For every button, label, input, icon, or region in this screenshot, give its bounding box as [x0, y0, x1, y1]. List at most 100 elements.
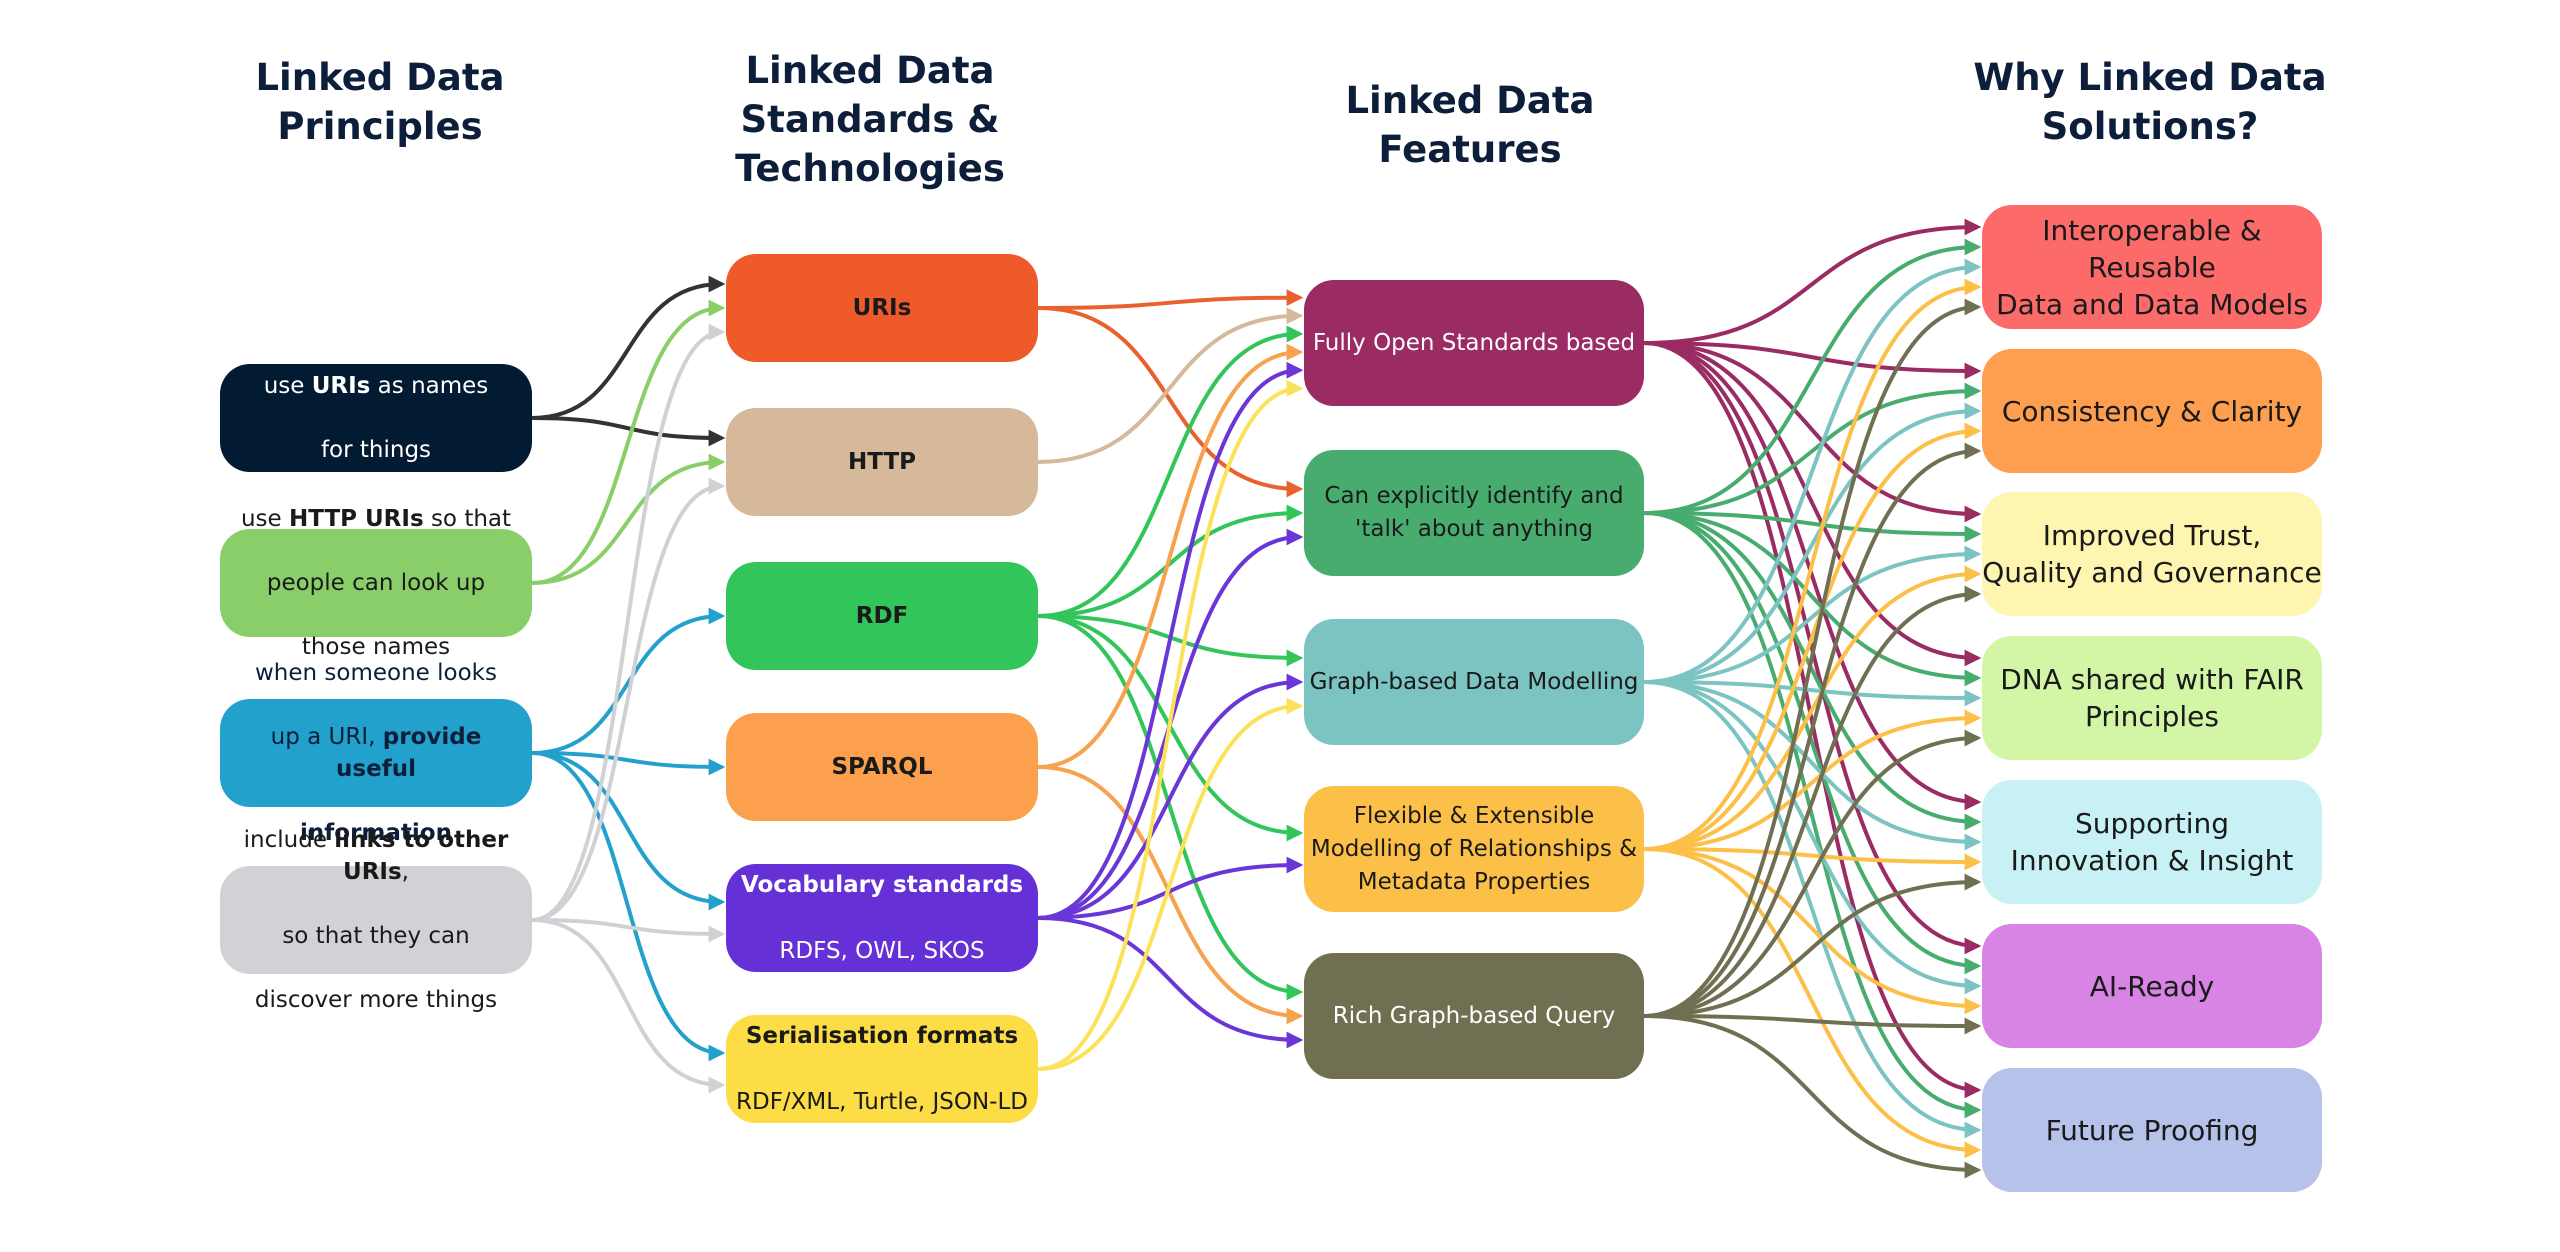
- principle-to-standard-arrow: [531, 299, 726, 585]
- feature-to-benefit-arrow: [1643, 1014, 1982, 1035]
- feature-flexible-extensible[interactable]: Flexible & Extensible Modelling of Relat…: [1304, 786, 1644, 912]
- standard-sparql[interactable]: SPARQL: [726, 713, 1038, 821]
- standard-serialisation[interactable]: Serialisation formats RDF/XML, Turtle, J…: [726, 1015, 1038, 1123]
- principle-uris-as-names[interactable]: use URIs as names for things: [220, 364, 532, 472]
- feature-to-benefit-arrow: [1643, 238, 1982, 515]
- principle-to-standard-arrow: [531, 477, 726, 922]
- principle-text: so that: [423, 506, 512, 532]
- principle-http-uris[interactable]: use HTTP URIs so that people can look up…: [220, 506, 532, 660]
- standard-to-feature-arrow: [1037, 307, 1304, 464]
- feature-to-benefit-arrow: [1643, 585, 1982, 1018]
- feature-to-benefit-arrow: [1643, 729, 1982, 1018]
- principle-bold-text: information: [300, 820, 452, 846]
- principle-to-standard-arrow: [531, 918, 726, 1094]
- feature-to-benefit-arrow: [1643, 258, 1982, 684]
- feature-to-benefit-arrow: [1643, 341, 1982, 523]
- standard-vocabulary[interactable]: Vocabulary standards RDFS, OWL, SKOS: [726, 864, 1038, 972]
- benefit-trust-quality[interactable]: Improved Trust, Quality and Governance: [1982, 492, 2322, 616]
- standard-to-feature-arrow: [1037, 306, 1304, 498]
- principle-bold-text: HTTP URIs: [288, 506, 424, 532]
- principle-to-standard-arrow: [531, 751, 726, 911]
- standard-title: SPARQL: [831, 753, 933, 780]
- feature-to-benefit-arrow: [1643, 680, 1982, 1139]
- feature-to-benefit-arrow: [1643, 847, 1982, 1159]
- principle-text: use: [240, 506, 289, 532]
- standard-to-feature-arrow: [1037, 289, 1304, 310]
- feature-to-benefit-arrow: [1643, 847, 1982, 871]
- feature-to-benefit-arrow: [1643, 873, 1982, 1018]
- benefit-innovation-insight[interactable]: Supporting Innovation & Insight: [1982, 780, 2322, 904]
- heading-features: Linked Data Features: [1345, 79, 1595, 171]
- benefit-interoperable[interactable]: Interoperable & Reusable Data and Data M…: [1982, 205, 2322, 329]
- principle-to-standard-arrow: [531, 323, 726, 922]
- feature-graph-query[interactable]: Rich Graph-based Query: [1304, 953, 1644, 1079]
- standard-uris[interactable]: URIs: [726, 254, 1038, 362]
- principle-to-standard-arrow: [531, 751, 726, 1062]
- principle-text: as names: [370, 373, 489, 399]
- principle-bold-text: URIs: [311, 373, 371, 399]
- standard-to-feature-arrow: [1037, 697, 1304, 1071]
- principle-provide-useful-information[interactable]: when someone looks up a URI, provide use…: [220, 660, 532, 846]
- feature-to-benefit-arrow: [1643, 709, 1982, 851]
- standard-subtitle: RDF/XML, Turtle, JSON-LD: [736, 1088, 1028, 1115]
- feature-to-benefit-arrow: [1643, 218, 1982, 345]
- principle-text: when someone looks: [255, 660, 497, 686]
- standard-title: Serialisation formats: [745, 1022, 1019, 1049]
- feature-to-benefit-arrow: [1643, 847, 1982, 1015]
- principle-to-standard-arrow: [531, 607, 726, 755]
- feature-to-benefit-arrow: [1643, 341, 1982, 380]
- benefit-ai-ready[interactable]: AI-Ready: [1982, 924, 2322, 1048]
- standard-http[interactable]: HTTP: [726, 408, 1038, 516]
- standard-title: URIs: [852, 294, 912, 321]
- principle-text: those names: [301, 634, 451, 660]
- principle-to-standard-arrow: [531, 416, 726, 447]
- feature-to-benefit-arrow: [1643, 511, 1982, 687]
- principle-text: people can look up: [266, 570, 486, 596]
- feature-to-benefit-arrow: [1643, 382, 1982, 515]
- standard-to-feature-arrow: [1037, 380, 1304, 1071]
- feature-open-standards[interactable]: Fully Open Standards based: [1304, 280, 1644, 406]
- principle-text: so that they can: [282, 923, 470, 949]
- standard-to-feature-arrow: [1037, 325, 1304, 618]
- feature-to-benefit-arrow: [1643, 442, 1982, 1018]
- heading-why: Why Linked Data Solutions?: [1973, 56, 2327, 148]
- principle-bold-text: provide useful: [336, 724, 482, 782]
- heading-principles: Linked Data Principles: [255, 56, 505, 148]
- feature-to-benefit-arrow: [1643, 511, 1982, 543]
- principle-bold-text: links to other URIs: [334, 827, 509, 885]
- benefit-consistency[interactable]: Consistency & Clarity: [1982, 349, 2322, 473]
- standard-subtitle: RDFS, OWL, SKOS: [779, 937, 985, 964]
- feature-identify-anything[interactable]: Can explicitly identify and 'talk' about…: [1304, 450, 1644, 576]
- principle-links-to-other-uris[interactable]: include links to other URIs, so that the…: [220, 827, 532, 1013]
- principle-text: include: [243, 827, 335, 853]
- feature-to-benefit-arrow: [1643, 278, 1982, 851]
- principle-text: use: [263, 373, 312, 399]
- benefit-fair-principles[interactable]: DNA shared with FAIR Principles: [1982, 636, 2322, 760]
- feature-to-benefit-arrow: [1643, 1014, 1982, 1179]
- feature-to-benefit-arrow: [1643, 298, 1982, 1018]
- feature-to-benefit-arrow: [1643, 680, 1982, 851]
- feature-to-benefit-arrow: [1643, 341, 1982, 1099]
- principle-to-standard-arrow: [531, 918, 726, 943]
- feature-to-benefit-arrow: [1643, 402, 1982, 684]
- feature-graph-modelling[interactable]: Graph-based Data Modelling: [1304, 619, 1644, 745]
- standard-rdf[interactable]: RDF: [726, 562, 1038, 670]
- principle-to-standard-arrow: [531, 453, 726, 585]
- standard-to-feature-arrow: [1037, 916, 1304, 1049]
- principle-text: up a URI,: [270, 724, 383, 750]
- standard-to-feature-arrow: [1037, 361, 1304, 920]
- standard-to-feature-arrow: [1037, 343, 1304, 769]
- principle-text: for things: [320, 437, 432, 463]
- principle-to-standard-arrow: [531, 751, 726, 776]
- standard-title: HTTP: [847, 448, 916, 475]
- feature-to-benefit-arrow: [1643, 545, 1982, 684]
- feature-to-benefit-arrow: [1643, 565, 1982, 851]
- benefit-future-proofing[interactable]: Future Proofing: [1982, 1068, 2322, 1192]
- principle-to-standard-arrow: [531, 275, 726, 420]
- feature-to-benefit-arrow: [1643, 341, 1982, 667]
- feature-to-benefit-arrow: [1643, 511, 1982, 1119]
- standard-to-feature-arrow: [1037, 673, 1304, 920]
- standard-title: RDF: [855, 602, 909, 629]
- standard-title: Vocabulary standards: [740, 871, 1024, 898]
